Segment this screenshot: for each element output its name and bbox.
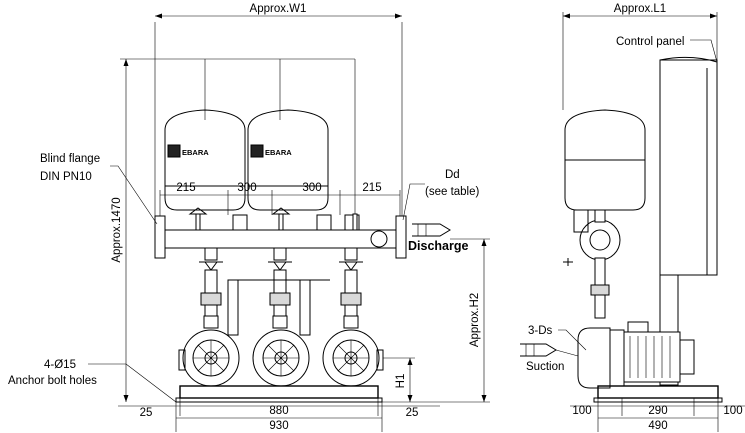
h2-dimension: Approx.H2 [450, 238, 490, 402]
l1-label: Approx.L1 [614, 3, 666, 15]
pump-columns [199, 247, 363, 336]
brand-label: EBARA [265, 148, 292, 157]
pump-2 [252, 329, 310, 387]
pumps [178, 329, 384, 387]
side-pump [577, 321, 695, 389]
dd-label: Dd [445, 169, 460, 181]
baseplate [175, 385, 383, 403]
see-table-label: (see table) [425, 186, 480, 198]
side-right-margin: 100 [723, 405, 742, 417]
three-ds-label: 3-Ds [528, 325, 553, 337]
spacing-2: 300 [237, 182, 256, 194]
spacing-dimension: 215 300 300 215 [159, 182, 401, 232]
suction-arrow-icon [520, 343, 579, 357]
anchor-callout: 4-Ø15 Anchor bolt holes [8, 359, 177, 403]
dd-callout: Dd (see table) [402, 169, 480, 221]
l1-dimension: Approx.L1 [562, 3, 718, 110]
side-header [563, 209, 621, 319]
control-panel: Control panel [616, 36, 718, 276]
side-pressure-vessel [564, 109, 646, 211]
pressure-gauge-icon [370, 230, 388, 248]
pump-1 [182, 329, 240, 387]
din-pn10-label: DIN PN10 [40, 171, 92, 183]
pump-column-1 [199, 247, 223, 329]
side-baseplate [593, 385, 723, 403]
height-1470-label: Approx.1470 [111, 197, 123, 262]
bolt-spacing: 880 [269, 405, 288, 417]
spacing-4: 215 [362, 182, 381, 194]
panel-stand [659, 274, 679, 386]
pressure-vessel-right: EBARA [247, 109, 329, 211]
side-left-margin: 100 [572, 405, 591, 417]
pump-column-2 [268, 247, 292, 329]
side-base-width: 490 [648, 420, 667, 432]
anchor-count-label: 4-Ø15 [44, 359, 76, 371]
blind-flange-callout: Blind flange DIN PN10 [40, 153, 158, 225]
h2-label: Approx.H2 [469, 293, 481, 347]
side-view: Approx.L1 Control panel [520, 3, 745, 432]
vessel-supports [204, 58, 356, 222]
anchor-holes-label: Anchor bolt holes [8, 375, 97, 387]
ebara-logo-icon [250, 144, 264, 158]
side-base-dimensions: 100 290 100 490 [570, 398, 745, 432]
discharge-arrow-icon [412, 223, 451, 237]
front-view: Approx.W1 Approx.1470 EBARA EBARA [8, 3, 490, 432]
discharge-label: Discharge [408, 239, 468, 253]
base-dimensions: 25 880 25 930 [118, 398, 440, 432]
discharge-header [154, 207, 407, 259]
ds-callout: 3-Ds [528, 325, 587, 351]
h1-dimension: H1 [378, 357, 490, 403]
side-bolt-spacing: 290 [648, 405, 667, 417]
spacing-1: 215 [176, 182, 195, 194]
height-1470-dimension: Approx.1470 [111, 58, 205, 402]
pressure-vessel-left: EBARA [164, 109, 246, 211]
base-right-margin: 25 [406, 407, 419, 419]
h1-label: H1 [395, 374, 407, 389]
pump-column-3 [339, 247, 363, 329]
w1-label: Approx.W1 [250, 3, 307, 15]
pump-3 [322, 329, 380, 387]
brand-label: EBARA [182, 148, 209, 157]
ebara-logo-icon [167, 144, 181, 158]
control-panel-label: Control panel [616, 36, 684, 48]
suction-label: Suction [526, 361, 564, 373]
base-width: 930 [269, 420, 288, 432]
spacing-3: 300 [302, 182, 321, 194]
base-left-margin: 25 [140, 407, 153, 419]
w1-dimension: Approx.W1 [154, 3, 403, 235]
blind-flange-label: Blind flange [40, 153, 100, 165]
